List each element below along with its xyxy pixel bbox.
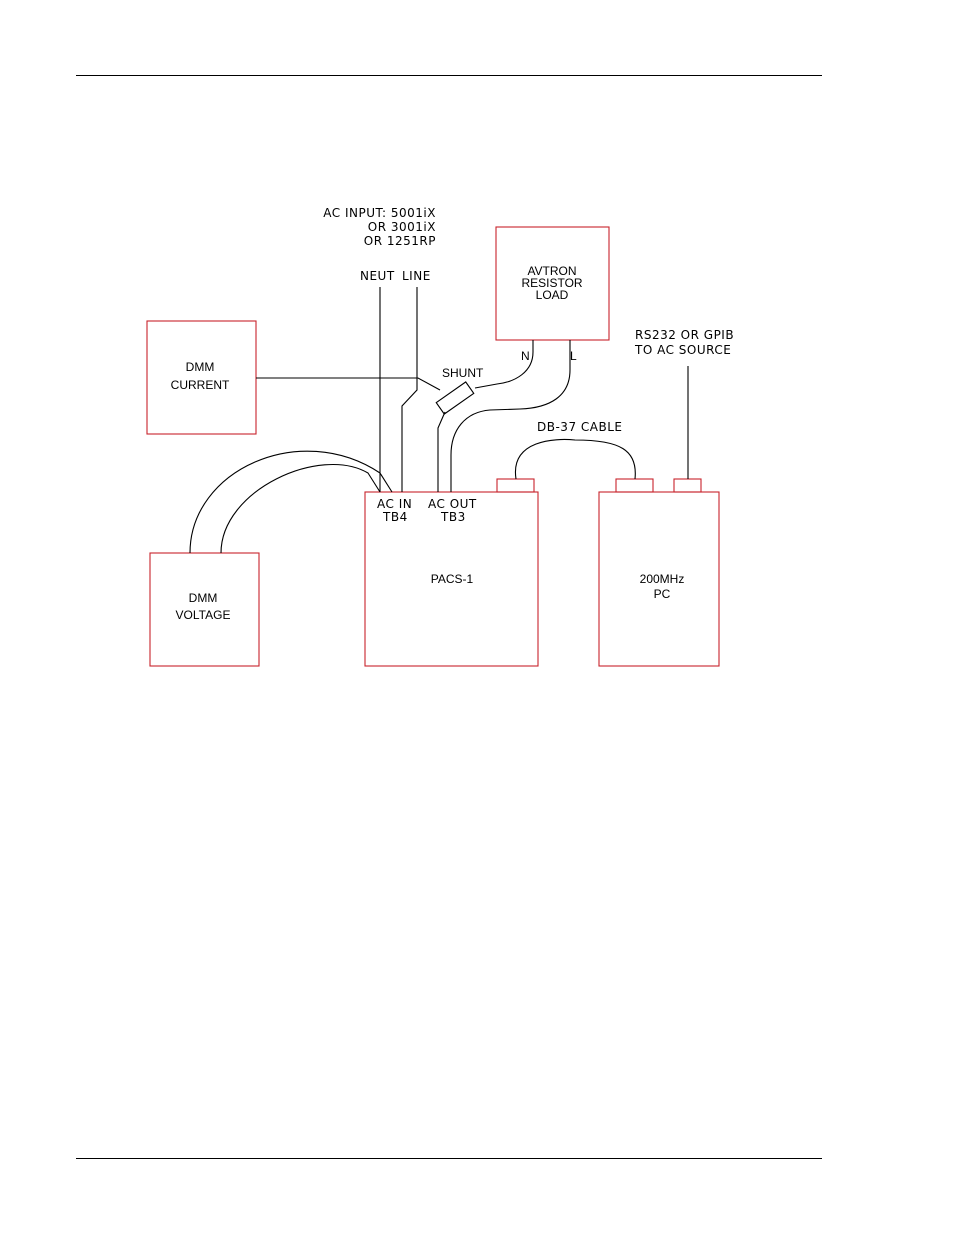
avtron-load-box [495,226,610,341]
pc-rs232-connector [673,478,702,493]
pc-label-2: PC [654,587,671,601]
ac-in-label-1: AC IN [377,497,412,511]
ac-input-label-3: OR 1251RP [364,234,436,248]
avtron-label-2: RESISTOR [521,276,582,290]
dmm-current-label-1: DMM [186,360,215,374]
shunt-label: SHUNT [442,366,484,380]
rs232-label-2: TO AC SOURCE [634,343,731,357]
dmm-voltage-box [149,552,260,667]
pacs-db37-connector [496,478,535,493]
avtron-label-1: AVTRON [527,264,576,278]
ac-input-label-2: OR 3001iX [368,220,436,234]
dmm-current-lead [256,377,441,391]
pacs-1-label: PACS-1 [431,572,474,586]
ac-in-label-2: TB4 [382,510,408,524]
ac-out-label-1: AC OUT [428,497,477,511]
load-l-label: L [570,349,577,363]
pc-box [598,491,720,667]
dmm-voltage-label-1: DMM [189,591,218,605]
line-label: LINE [402,269,431,283]
ac-out-label-2: TB3 [440,510,466,524]
avtron-label-3: LOAD [536,288,569,302]
rs232-label-1: RS232 OR GPIB [635,328,734,342]
shunt [435,381,475,415]
dmm-current-label-2: CURRENT [171,378,230,392]
neut-label: NEUT [360,269,395,283]
pc-db37-connector [615,478,654,493]
load-n-wire [474,340,534,389]
line-wire [401,287,418,492]
dmm-voltage-lead-inner [220,464,381,554]
shunt-to-ac-out [437,411,446,492]
pc-label-1: 200MHz [640,572,685,586]
top-rule [76,75,822,76]
db37-label: DB-37 CABLE [537,420,622,434]
ac-input-label-1: AC INPUT: 5001iX [323,206,436,220]
db37-cable [515,438,636,480]
load-n-label: N [521,349,530,363]
bottom-rule [76,1158,822,1159]
dmm-voltage-lead-outer [189,450,393,554]
dmm-voltage-label-2: VOLTAGE [176,608,231,622]
load-l-wire [450,340,571,492]
